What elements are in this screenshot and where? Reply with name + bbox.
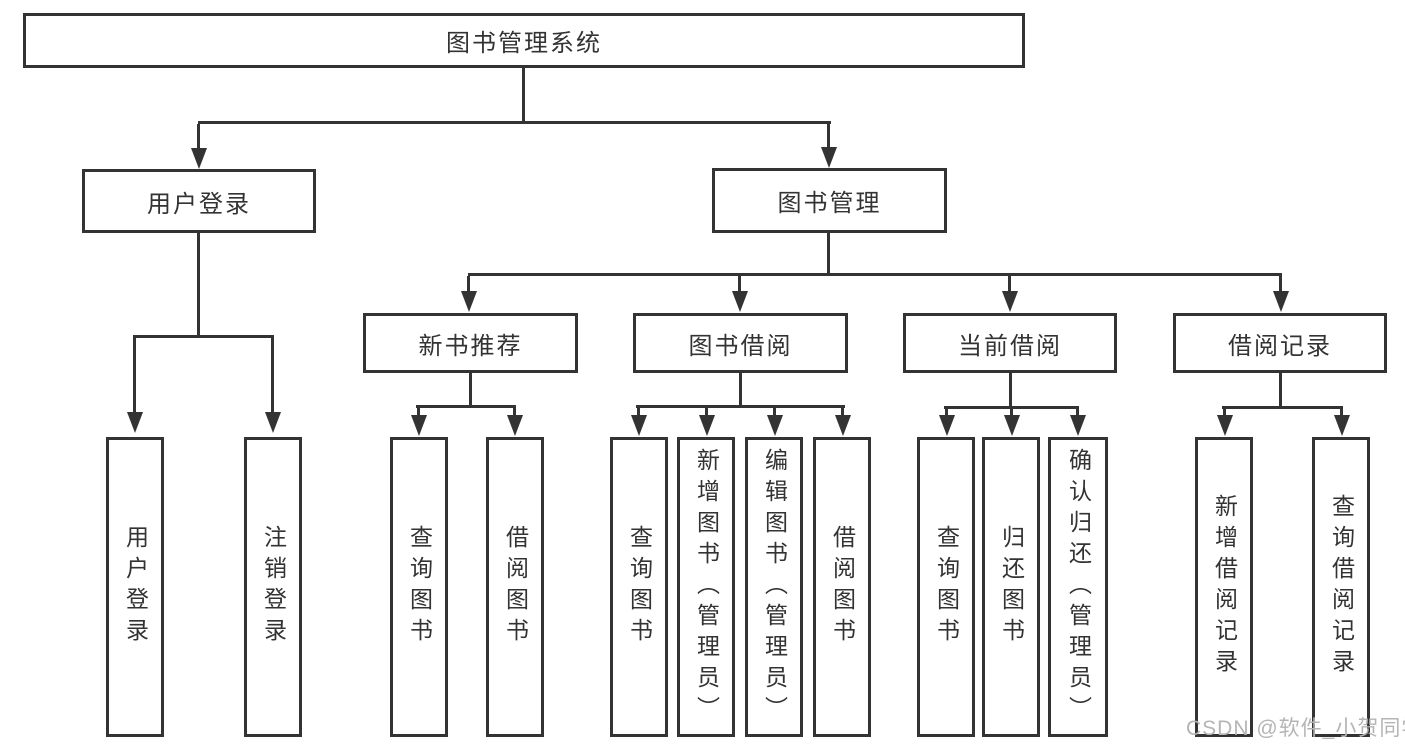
connector-line <box>636 405 845 408</box>
connector-line <box>198 121 831 124</box>
node-book-mgmt-label: 图书管理 <box>777 190 882 217</box>
connector-line <box>416 405 515 408</box>
leaf-label: 查询图书 <box>406 525 433 649</box>
connector-line <box>197 124 200 150</box>
connector-line <box>1279 373 1282 408</box>
arrow-down-icon <box>1070 415 1086 436</box>
leaf-borrow-borrow: 借阅图书 <box>813 437 871 737</box>
arrow-down-icon <box>1002 291 1018 312</box>
node-borrow-record-label: 借阅记录 <box>1228 332 1332 360</box>
leaf-label: 注销登录 <box>260 525 287 649</box>
connector-line <box>197 233 200 337</box>
connector-line <box>945 406 948 417</box>
node-new-book: 新书推荐 <box>363 313 578 373</box>
leaf-label: 借阅图书 <box>829 525 856 649</box>
connector-line <box>467 276 470 293</box>
node-user-login-label: 用户登录 <box>147 190 251 218</box>
arrow-down-icon <box>265 412 281 433</box>
leaf-label: 新增图书（管理员） <box>693 447 720 727</box>
leaf-user-login: 用户登录 <box>106 437 164 737</box>
arrow-down-icon <box>1334 415 1350 436</box>
leaf-label: 归还图书 <box>998 525 1025 649</box>
leaf-label: 借阅图书 <box>502 525 529 649</box>
arrow-down-icon <box>699 415 715 436</box>
connector-line <box>513 405 516 417</box>
arrow-down-icon <box>411 415 427 436</box>
leaf-label: 查询借阅记录 <box>1328 494 1355 680</box>
leaf-borrow-add-admin: 新增图书（管理员） <box>677 437 735 737</box>
leaf-borrow-query: 查询图书 <box>610 437 668 737</box>
connector-line <box>469 373 472 407</box>
arrow-down-icon <box>507 415 523 436</box>
leaf-current-confirm-admin: 确认归还（管理员） <box>1048 437 1108 737</box>
connector-line <box>841 405 844 417</box>
arrow-down-icon <box>821 147 837 168</box>
connector-line <box>1223 406 1226 417</box>
connector-line <box>133 335 136 413</box>
connector-line <box>1008 276 1011 293</box>
connector-line <box>827 233 830 275</box>
connector-line <box>773 405 776 417</box>
connector-line <box>705 405 708 417</box>
arrow-down-icon <box>835 415 851 436</box>
connector-line <box>827 124 830 150</box>
node-borrow-record: 借阅记录 <box>1173 313 1387 373</box>
connector-line <box>133 335 274 338</box>
leaf-borrow-edit-admin: 编辑图书（管理员） <box>745 437 803 737</box>
node-root-label: 图书管理系统 <box>446 30 602 57</box>
leaf-label: 编辑图书（管理员） <box>761 447 788 727</box>
node-new-book-label: 新书推荐 <box>418 332 523 360</box>
connector-line <box>1010 406 1013 417</box>
leaf-current-return: 归还图书 <box>982 437 1040 737</box>
arrow-down-icon <box>1004 415 1020 436</box>
csdn-watermark: CSDN @软件_小贺同学 <box>1186 717 1405 740</box>
arrow-down-icon <box>767 415 783 436</box>
node-root: 图书管理系统 <box>23 13 1025 68</box>
node-current-borrow-label: 当前借阅 <box>958 332 1062 360</box>
node-book-mgmt: 图书管理 <box>712 168 947 233</box>
node-book-borrow-label: 图书借阅 <box>688 332 793 360</box>
leaf-record-add: 新增借阅记录 <box>1195 437 1253 737</box>
arrow-down-icon <box>732 291 748 312</box>
node-current-borrow: 当前借阅 <box>903 313 1117 373</box>
arrow-down-icon <box>1273 291 1289 312</box>
leaf-label: 查询图书 <box>626 525 653 649</box>
leaf-current-query: 查询图书 <box>917 437 975 737</box>
leaf-label: 用户登录 <box>122 525 149 649</box>
arrow-down-icon <box>1217 415 1233 436</box>
connector-line <box>468 273 1282 276</box>
connector-line <box>1076 406 1079 417</box>
connector-line <box>417 405 420 417</box>
leaf-newbook-borrow: 借阅图书 <box>486 437 544 737</box>
leaf-label: 新增借阅记录 <box>1211 494 1238 680</box>
connector-line <box>1279 273 1282 293</box>
leaf-newbook-query: 查询图书 <box>390 437 448 737</box>
connector-line <box>637 405 640 417</box>
connector-line <box>1009 373 1012 408</box>
arrow-down-icon <box>631 415 647 436</box>
connector-line <box>738 276 741 293</box>
arrow-down-icon <box>191 148 207 169</box>
leaf-label: 确认归还（管理员） <box>1065 447 1092 727</box>
arrow-down-icon <box>939 415 955 436</box>
arrow-down-icon <box>127 412 143 433</box>
connector-line <box>739 373 742 407</box>
node-book-borrow: 图书借阅 <box>633 313 848 373</box>
connector-line <box>1222 406 1342 409</box>
node-user-login: 用户登录 <box>82 169 316 233</box>
connector-line <box>1340 406 1343 417</box>
connector-line <box>522 68 525 124</box>
leaf-label: 查询图书 <box>933 525 960 649</box>
leaf-logout: 注销登录 <box>244 437 302 737</box>
leaf-record-query: 查询借阅记录 <box>1312 437 1370 737</box>
connector-line <box>271 335 274 413</box>
arrow-down-icon <box>461 291 477 312</box>
